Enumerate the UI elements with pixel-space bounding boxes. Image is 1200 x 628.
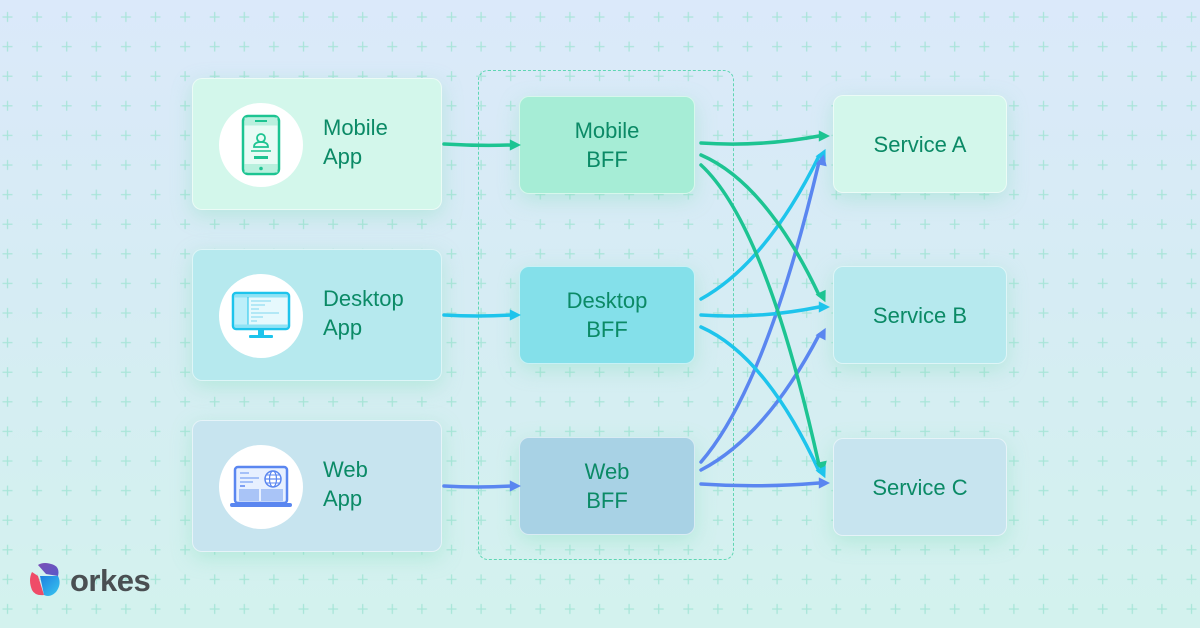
service-c-label: Service C: [872, 474, 968, 500]
desktop-bff-node[interactable]: Desktop BFF: [519, 266, 695, 364]
orkes-logo-mark-icon: [30, 563, 60, 596]
mobile-app-icon-badge: [219, 103, 303, 187]
mobile-bff-node[interactable]: Mobile BFF: [519, 96, 695, 194]
desktop-app-node[interactable]: Desktop App: [192, 249, 442, 381]
service-c-node[interactable]: Service C: [833, 438, 1007, 536]
laptop-globe-icon: [230, 465, 292, 507]
mobile-bff-label: Mobile BFF: [574, 118, 640, 172]
service-b-node[interactable]: Service B: [833, 266, 1007, 364]
web-bff-node[interactable]: Web BFF: [519, 437, 695, 535]
service-a-node[interactable]: Service A: [833, 95, 1007, 193]
web-app-node[interactable]: Web App: [192, 420, 442, 552]
mobile-app-label: Mobile App: [323, 115, 388, 169]
smartphone-icon: [241, 114, 281, 176]
desktop-app-icon-badge: [219, 274, 303, 358]
desktop-app-label: Desktop App: [323, 286, 404, 340]
service-a-label: Service A: [873, 131, 967, 157]
mobile-app-node[interactable]: Mobile App: [192, 78, 442, 210]
web-app-label: Web App: [323, 457, 368, 511]
orkes-wordmark: orkes: [70, 563, 151, 598]
orkes-logo: orkes: [24, 562, 151, 600]
web-app-icon-badge: [219, 445, 303, 529]
web-bff-label: Web BFF: [584, 459, 630, 513]
desktop-bff-label: Desktop BFF: [566, 288, 648, 342]
service-b-label: Service B: [872, 302, 968, 328]
desktop-monitor-icon: [231, 291, 291, 338]
